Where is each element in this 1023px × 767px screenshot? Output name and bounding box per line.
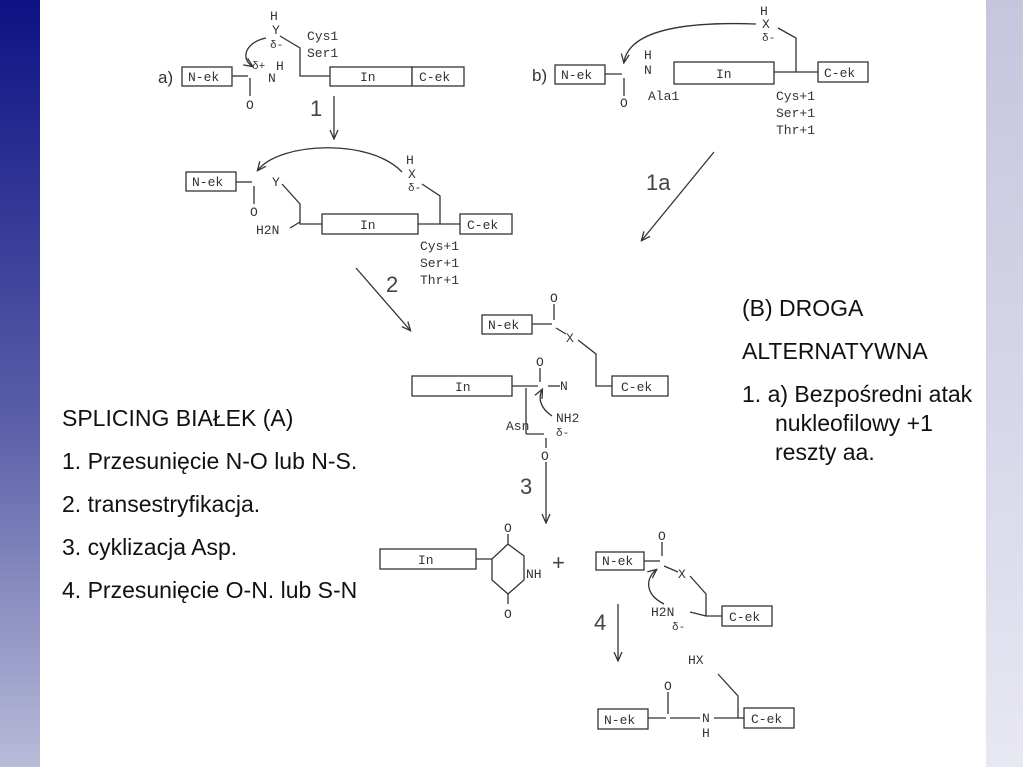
int2-x-label: X: [566, 331, 574, 346]
splicing-step-2: 2. transestryfikacja.: [62, 491, 261, 517]
int1-h2n-label: H2N: [256, 223, 279, 238]
step-1a-label: 1a: [646, 170, 671, 195]
panel-b-intein: In: [716, 67, 732, 82]
ester-x-label: X: [678, 567, 686, 582]
y-h-label: H: [270, 9, 278, 24]
int2-asn-label: Asn: [506, 419, 529, 434]
ester-delta-minus: δ-: [672, 622, 685, 634]
int2-nh2-label: NH2: [556, 411, 579, 426]
panel-a-n-ext: N-ek: [188, 70, 219, 85]
int2-intein: In: [455, 380, 471, 395]
final-product: N-ek O N H HX C-ek: [597, 653, 795, 741]
succinimide-o-top: O: [504, 521, 512, 536]
int1-intein: In: [360, 218, 376, 233]
intermediate-2: N-ek O X In O N C-ek Asn O NH2 δ-: [411, 291, 669, 464]
y-atom-label: Y: [272, 23, 280, 38]
alt-title-line1: (B) DROGA: [742, 295, 864, 321]
panel-b-n-ext: N-ek: [561, 68, 592, 83]
panel-b-x-label: X: [762, 17, 770, 32]
plus-sign: +: [552, 550, 565, 575]
alt-title-line2: ALTERNATYWNA: [742, 338, 928, 364]
int1-ser-label: Ser+1: [420, 256, 459, 271]
ser1-label: Ser1: [307, 46, 338, 61]
succinimide-o-bottom: O: [504, 607, 512, 622]
splicing-step-3: 3. cyklizacja Asp.: [62, 534, 238, 560]
right-gradient-bar: [986, 0, 1023, 767]
delta-plus-label: δ+: [252, 61, 265, 73]
step-2-arrow: [355, 267, 410, 330]
splicing-steps-text: SPLICING BIAŁEK (A) 1. Przesunięcie N-O …: [62, 404, 392, 619]
ester-h2n-label: H2N: [651, 605, 674, 620]
panel-b-delta-minus: δ-: [762, 33, 775, 45]
int1-x-label: X: [408, 167, 416, 182]
panel-b-cys-label: Cys+1: [776, 89, 815, 104]
int1-delta-minus: δ-: [408, 183, 421, 195]
int1-o-label: O: [250, 205, 258, 220]
panel-a: a) N-ek δ+ O N H H Y δ- Cys1 Ser1 In C-e…: [158, 9, 465, 113]
panel-a-c-ext: C-ek: [419, 70, 450, 85]
final-n-label: N: [702, 711, 710, 726]
ester-n-ext: N-ek: [602, 554, 633, 569]
panel-b-label: b): [532, 66, 547, 85]
succinimide-intein: In: [418, 553, 434, 568]
final-o-label: O: [664, 679, 672, 694]
final-n-ext: N-ek: [604, 713, 635, 728]
splicing-step-1: 1. Przesunięcie N-O lub N-S.: [62, 448, 358, 474]
panel-b-n-label: N: [644, 63, 652, 78]
panel-b-h-label: H: [644, 48, 652, 63]
int1-cys-label: Cys+1: [420, 239, 459, 254]
final-c-ext: C-ek: [751, 712, 782, 727]
succinimide-nh-label: NH: [526, 567, 542, 582]
panel-b-x-h-label: H: [760, 4, 768, 19]
final-h-label: H: [702, 726, 710, 741]
panel-b: b) N-ek O N H Ala1 In H X δ- C-ek Cys+1 …: [532, 4, 869, 138]
panel-b-ser-label: Ser+1: [776, 106, 815, 121]
ester-o-label: O: [658, 529, 666, 544]
int1-h-label: H: [406, 153, 414, 168]
splicing-step-4: 4. Przesunięcie O-N. lub S-N: [62, 577, 358, 603]
int2-n-label: N: [560, 379, 568, 394]
step-2-label: 2: [386, 272, 398, 297]
carbonyl-o-label: O: [246, 98, 254, 113]
splicing-title: SPLICING BIAŁEK (A): [62, 405, 294, 431]
int1-thr-label: Thr+1: [420, 273, 459, 288]
panel-b-o-label: O: [620, 96, 628, 111]
ester-c-ext: C-ek: [729, 610, 760, 625]
int1-y-label: Y: [272, 175, 280, 190]
amide-h-label: H: [276, 59, 284, 74]
int2-c-ext: C-ek: [621, 380, 652, 395]
int1-n-ext: N-ek: [192, 175, 223, 190]
alt-item-1a: 1. a) Bezpośredni atak nukleofilowy +1 r…: [742, 381, 973, 465]
final-hx-label: HX: [688, 653, 704, 668]
ala1-label: Ala1: [648, 89, 679, 104]
amide-n-label: N: [268, 71, 276, 86]
panel-a-label: a): [158, 68, 173, 87]
delta-minus-label: δ-: [270, 40, 283, 52]
int2-n-ext: N-ek: [488, 318, 519, 333]
panel-b-thr-label: Thr+1: [776, 123, 815, 138]
step-3-label: 3: [520, 474, 532, 499]
step-4-label: 4: [594, 610, 606, 635]
intermediate-1: N-ek O Y H2N In H X δ- C-ek Cys+1 Ser+1 …: [185, 147, 513, 288]
panel-b-c-ext: C-ek: [824, 66, 855, 81]
int2-delta-minus: δ-: [556, 428, 569, 440]
int2-o-top-label: O: [550, 291, 558, 306]
left-gradient-bar: [0, 0, 40, 767]
int2-o-mid-label: O: [536, 355, 544, 370]
int2-o-bottom-label: O: [541, 449, 549, 464]
products-step-3: In O O NH + N-ek O X H2N δ- C-ek: [379, 521, 773, 634]
cys1-label: Cys1: [307, 29, 338, 44]
alternative-route-text: (B) DROGA ALTERNATYWNA 1. a) Bezpośredni…: [742, 294, 992, 481]
int1-c-ext: C-ek: [467, 218, 498, 233]
panel-a-intein: In: [360, 70, 376, 85]
step-1-label: 1: [310, 96, 322, 121]
step-1a-arrow: [642, 151, 715, 240]
